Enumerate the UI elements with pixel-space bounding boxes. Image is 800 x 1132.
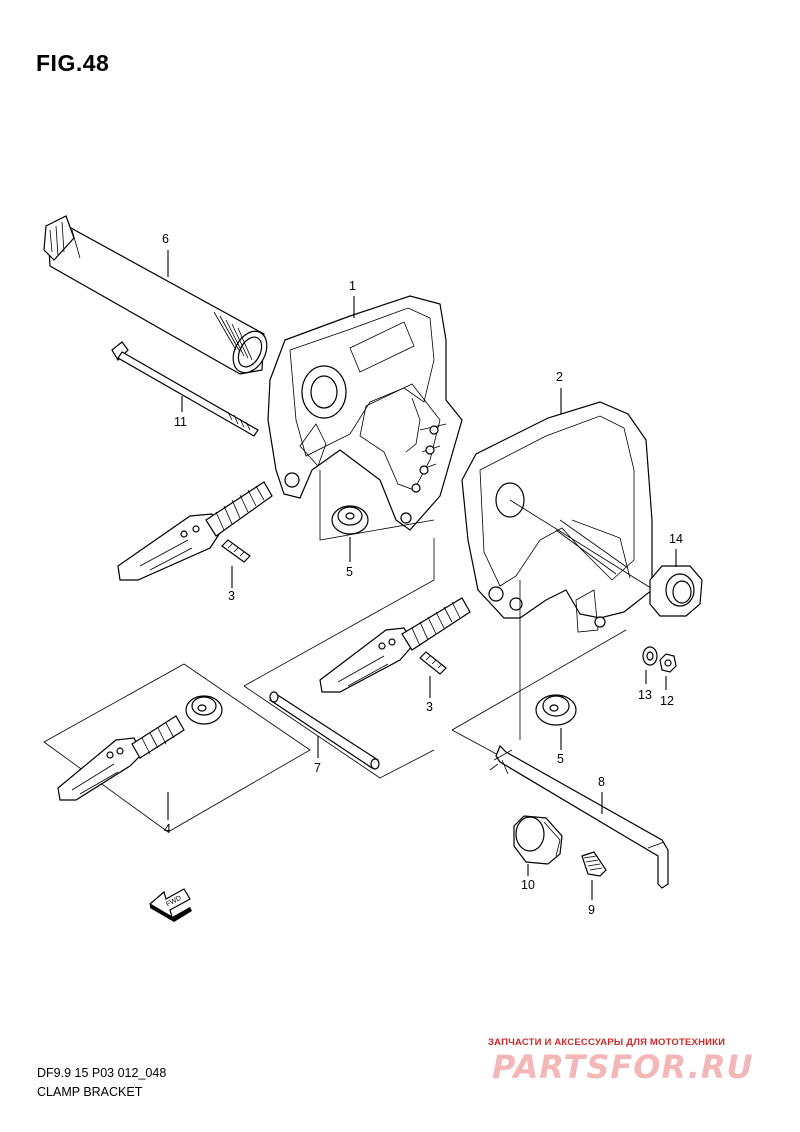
part-sleeve[interactable] <box>513 815 563 865</box>
callout-7: 7 <box>314 761 321 775</box>
part-clamp-handle-left[interactable] <box>117 481 273 581</box>
callout-4: 4 <box>164 822 171 836</box>
part-clamp-bracket-left[interactable] <box>267 295 463 531</box>
part-washer[interactable] <box>642 646 658 666</box>
figure-name: CLAMP BRACKET <box>37 1085 143 1099</box>
part-set-screw-center[interactable] <box>419 651 447 675</box>
part-rod[interactable] <box>489 744 669 889</box>
callout-6: 6 <box>162 232 169 246</box>
callout-5a: 5 <box>346 565 353 579</box>
callout-5b: 5 <box>557 752 564 766</box>
callout-8: 8 <box>598 775 605 789</box>
watermark-caption: ЗАПЧАСТИ И АКСЕССУАРЫ ДЛЯ МОТОТЕХНИКИ <box>488 1037 726 1048</box>
watermark-logo: PARTSFOR.RU <box>492 1048 754 1086</box>
part-spring[interactable] <box>581 851 607 877</box>
callout-1: 1 <box>349 279 356 293</box>
part-nut-small[interactable] <box>659 653 677 673</box>
callout-2: 2 <box>556 370 563 384</box>
part-clamp-pad-left[interactable] <box>331 505 369 535</box>
part-pin[interactable] <box>269 691 380 770</box>
figure-model-code: DF9.9 15 P03 012_048 <box>37 1066 167 1080</box>
callout-13: 13 <box>638 688 652 702</box>
part-clamp-handle-center[interactable] <box>319 597 471 693</box>
part-clamp-bracket-right[interactable] <box>461 401 653 633</box>
callout-11: 11 <box>174 415 187 429</box>
part-nut-large[interactable] <box>649 565 703 617</box>
part-tube[interactable] <box>43 215 274 378</box>
callout-9: 9 <box>588 903 595 917</box>
figure-title: FIG.48 <box>36 50 110 76</box>
fwd-arrow-icon: FWD <box>148 888 192 922</box>
assembly-lines <box>243 470 655 811</box>
callout-12: 12 <box>660 694 674 708</box>
callout-10: 10 <box>521 878 535 892</box>
part-bolt[interactable] <box>111 341 259 437</box>
part-set-screw-left[interactable] <box>221 539 251 563</box>
part-clamp-pad-right[interactable] <box>535 694 577 726</box>
callout-3b: 3 <box>426 700 433 714</box>
part-clamp-screw-assembly[interactable] <box>43 663 311 833</box>
callout-14: 14 <box>669 532 683 546</box>
callout-3a: 3 <box>228 589 235 603</box>
